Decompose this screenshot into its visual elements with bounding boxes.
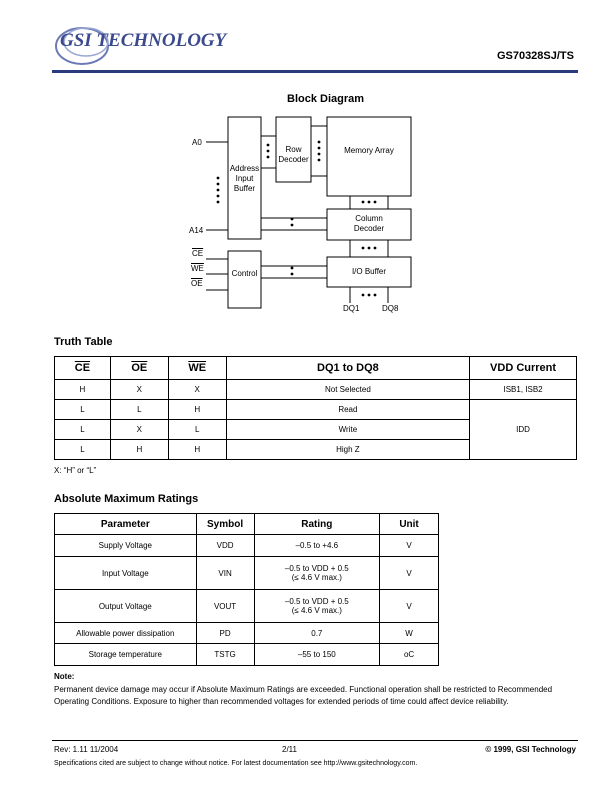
block-diagram bbox=[206, 116, 412, 309]
table-row: L H H High Z bbox=[54, 439, 577, 460]
note-line-1: Permanent device damage may occur if Abs… bbox=[54, 685, 553, 694]
table-row: Allowable power dissipation PD 0.7 W bbox=[54, 622, 439, 644]
footer-rev: Rev: 1.11 11/2004 bbox=[54, 745, 119, 754]
abs-max-header-row: Parameter Symbol Rating Unit bbox=[54, 513, 439, 535]
address-input-buffer-label: Address Input Buffer bbox=[229, 164, 260, 193]
logo-text: GSI TECHNOLOGY bbox=[60, 30, 227, 51]
table-row: Input Voltage VIN –0.5 to VDD + 0.5(≤ 4.… bbox=[54, 556, 439, 590]
th-ce: CE bbox=[54, 356, 111, 380]
pin-oe-label: OE bbox=[191, 279, 203, 288]
gsi-logo-graphic bbox=[55, 27, 109, 65]
table-row: L L H Read IDD bbox=[54, 399, 577, 460]
table-row: Supply Voltage VDD –0.5 to +4.6 V bbox=[54, 534, 439, 557]
truth-table-header-row: CE OE WE DQ1 to DQ8 VDD Current bbox=[54, 356, 577, 380]
note-title: Note: bbox=[54, 672, 75, 681]
footer-disclaimer: Specifications cited are subject to chan… bbox=[54, 760, 418, 767]
address-input-buffer-box bbox=[227, 116, 262, 240]
th-we: WE bbox=[167, 356, 227, 380]
pin-ce-label: CE bbox=[192, 249, 204, 258]
pin-a14-label: A14 bbox=[189, 226, 204, 235]
control-box bbox=[227, 250, 262, 309]
pin-a0-label: A0 bbox=[192, 138, 202, 147]
th-unit: Unit bbox=[379, 513, 439, 535]
column-decoder-box bbox=[326, 208, 412, 241]
row-decoder-box bbox=[275, 116, 312, 183]
th-dq: DQ1 to DQ8 bbox=[225, 356, 471, 380]
table-row: Storage temperature TSTG –55 to 150 oC bbox=[54, 643, 439, 666]
pin-we-label: WE bbox=[191, 264, 204, 273]
th-rating: Rating bbox=[253, 513, 381, 535]
io-buffer-label: I/O Buffer bbox=[351, 267, 387, 276]
footer-page: 2/11 bbox=[282, 745, 297, 754]
part-number: GS70328SJ/TS bbox=[496, 50, 574, 62]
row-decoder-label: Row Decoder bbox=[278, 145, 309, 164]
column-decoder-label: Column Decoder bbox=[353, 214, 385, 233]
table-row: Output Voltage VOUT –0.5 to VDD + 0.5(≤ … bbox=[54, 589, 439, 623]
block-diagram-title: Block Diagram bbox=[287, 93, 365, 105]
footer-copyright: © 1999, GSI Technology bbox=[485, 745, 576, 754]
truth-table-title: Truth Table bbox=[54, 336, 113, 348]
footer-rule bbox=[52, 740, 578, 741]
abs-max-table: Parameter Symbol Rating Unit Supply Volt… bbox=[54, 513, 439, 666]
logo: GSI TECHNOLOGY bbox=[52, 18, 226, 68]
note-line-2: Operating Conditions. Exposure to higher… bbox=[54, 697, 509, 706]
th-parameter: Parameter bbox=[54, 513, 197, 535]
control-label: Control bbox=[231, 269, 258, 278]
abs-max-title: Absolute Maximum Ratings bbox=[54, 493, 199, 505]
th-vdd-current: VDD Current bbox=[469, 356, 577, 380]
table-row: H X X Not Selected ISB1, ISB2 bbox=[54, 379, 577, 400]
memory-array-label: Memory Array bbox=[344, 146, 394, 155]
idd-cell: IDD bbox=[469, 399, 577, 460]
memory-array-box bbox=[326, 116, 412, 197]
io-buffer-box bbox=[326, 256, 412, 288]
header-rule bbox=[52, 70, 578, 73]
th-symbol: Symbol bbox=[195, 513, 255, 535]
th-oe: OE bbox=[109, 356, 169, 380]
truth-table: CE OE WE DQ1 to DQ8 VDD Current H X X No… bbox=[54, 356, 577, 460]
dq1-label: DQ1 bbox=[343, 304, 360, 313]
truth-table-footnote: X: “H” or “L” bbox=[54, 466, 97, 475]
dq8-label: DQ8 bbox=[382, 304, 399, 313]
